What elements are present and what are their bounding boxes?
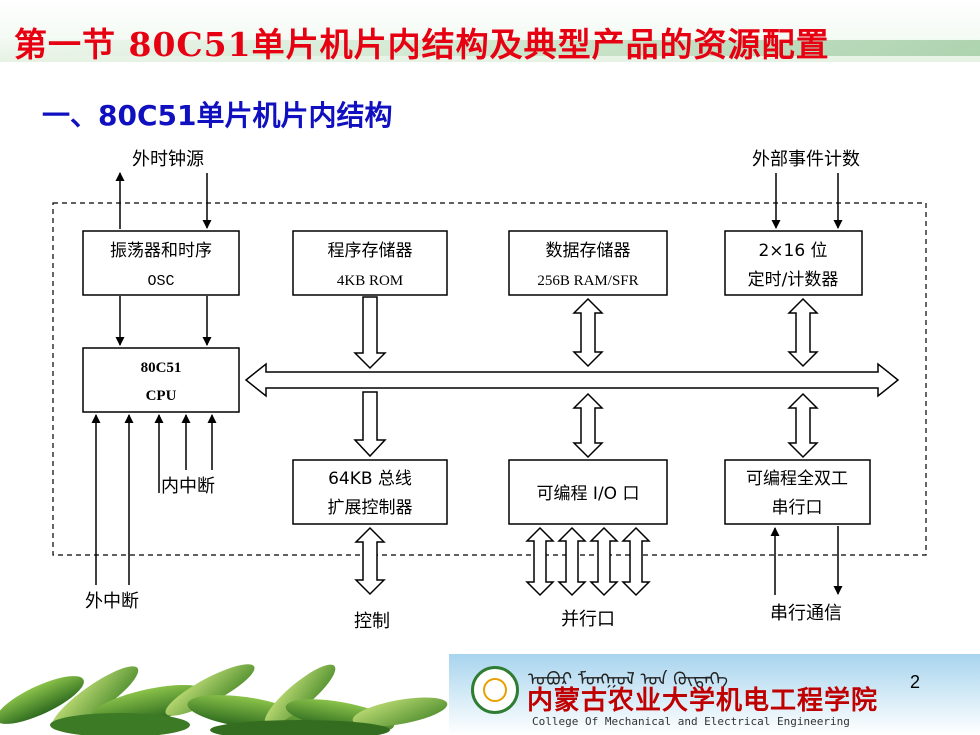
college-name-cn: 内蒙古农业大学机电工程学院 [527,686,879,716]
rom-bus-arrow [353,296,387,370]
slide-title: 第一节 80C51单片机片内结构及典型产品的资源配置 [14,25,830,64]
bus-busctrl-arrow [353,391,387,458]
rom-sublabel: 4KB ROM [337,273,403,289]
control-label: 控制 [354,611,390,632]
osc-block: 振荡器和时序 OSC [82,230,240,296]
serial-block: 可编程全双工 串行口 [724,459,871,525]
title-band-stripe [0,40,980,56]
college-banner [449,654,980,735]
ram-bus-arrow [572,297,604,368]
busctrl-sublabel: 扩展控制器 [328,498,413,518]
timer-sublabel: 定时/计数器 [748,270,839,290]
cpu-block: 80C51 CPU [82,347,240,413]
college-name-en: College Of Mechanical and Electrical Eng… [532,715,850,728]
cpu-sublabel: CPU [146,388,177,404]
ram-label: 数据存储器 [546,241,631,261]
rom-label: 程序存储器 [328,241,413,261]
bus-io-arrow [572,392,604,459]
cpu-label: 80C51 [141,360,182,376]
osc-label: 振荡器和时序 [110,241,212,261]
chip-boundary [52,202,927,556]
timer-label: 2×16 位 [758,241,827,261]
io-label: 可编程 I/O 口 [537,484,640,504]
io-block: 可编程 I/O 口 [508,459,668,525]
control-arrow [354,526,386,596]
slide-subtitle: 一、80C51单片机片内结构 [42,99,393,132]
osc-sublabel: OSC [147,273,174,290]
block-diagram: 振荡器和时序 OSC 程序存储器 4KB ROM 数据存储器 256B RAM/… [52,149,927,632]
serial-sublabel: 串行口 [772,498,823,518]
title-band [0,0,980,62]
busctrl-block: 64KB 总线 扩展控制器 [292,459,448,525]
serial-label: 可编程全双工 [746,469,848,489]
external-int-label: 外中断 [85,591,139,612]
timer-bus-arrow [787,297,819,368]
serial-comm-label: 串行通信 [770,603,842,624]
parallel-port-label: 并行口 [561,609,615,630]
bus-serial-arrow [787,392,819,459]
college-name-mongolian: ᠣᠪᠣᠷ ᠮᠣᠩᠭᠣᠯ ᠤᠨ ᠬᠥᠳᠡᠭᠡ [528,669,729,690]
university-emblem-icon [471,666,519,714]
parallel-port-arrows [525,526,651,597]
internal-int-label: 内中断 [161,476,215,497]
busctrl-label: 64KB 总线 [328,469,412,489]
rom-block: 程序存储器 4KB ROM [292,230,448,296]
ext-event-label: 外部事件计数 [752,149,860,170]
timer-block: 2×16 位 定时/计数器 [724,230,863,296]
decorative-leaves-image [0,664,448,735]
ram-block: 数据存储器 256B RAM/SFR [508,230,668,296]
ext-clock-label: 外时钟源 [132,149,204,170]
page-number: 2 [910,672,921,692]
internal-bus [244,362,900,398]
ram-sublabel: 256B RAM/SFR [537,273,638,289]
